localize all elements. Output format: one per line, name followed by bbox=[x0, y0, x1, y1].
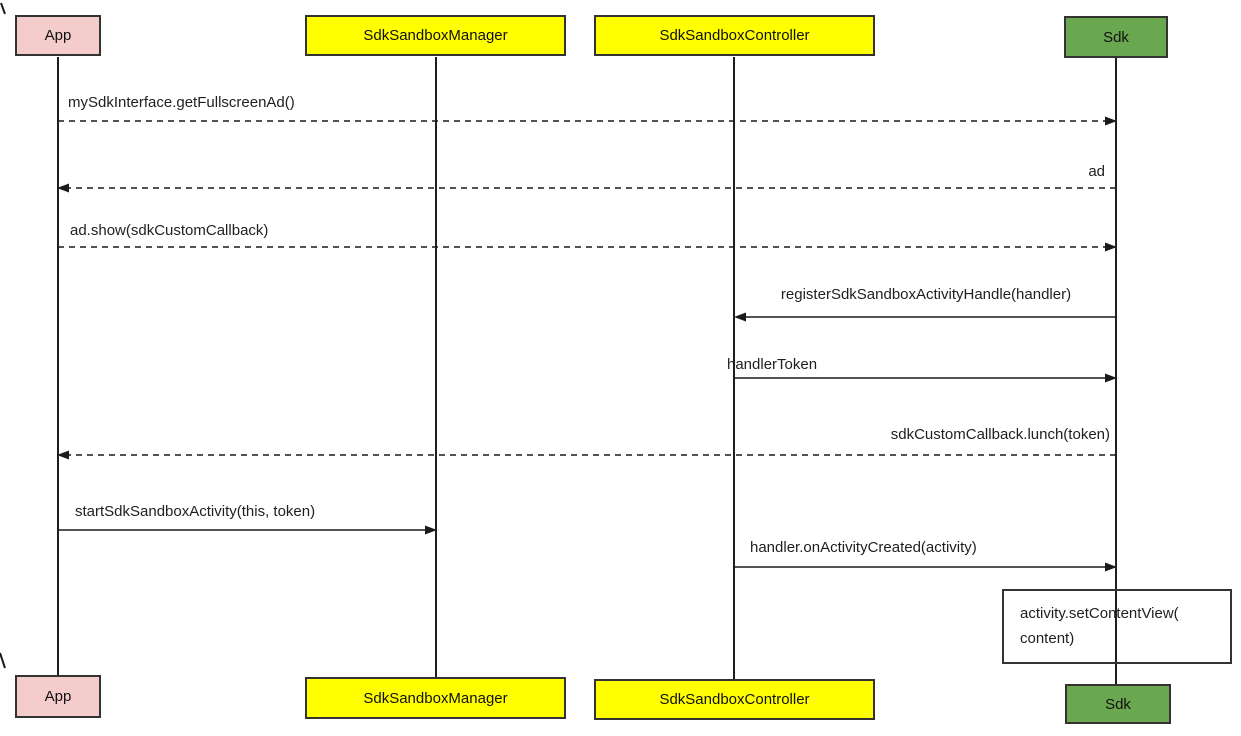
message-label-ad: ad bbox=[1088, 163, 1105, 180]
actor-label: Sdk bbox=[1103, 28, 1129, 46]
actor-label: SdkSandboxController bbox=[659, 27, 810, 44]
note-setContentView: activity.setContentView( content) bbox=[1002, 589, 1232, 664]
actor-label: App bbox=[44, 27, 72, 44]
actor-bottom-sdk: Sdk bbox=[1065, 684, 1171, 724]
actor-top-sdk-sandbox-manager: SdkSandboxManager bbox=[305, 15, 566, 56]
message-arrow-startSdkSandboxActivity bbox=[58, 525, 437, 535]
message-arrow-registerSdkSandboxActivityHandle bbox=[734, 312, 1116, 322]
message-arrow-ad bbox=[57, 183, 1116, 193]
message-label-startSdkSandboxActivity: startSdkSandboxActivity(this, token) bbox=[75, 503, 316, 520]
actor-bottom-sdk-sandbox-controller: SdkSandboxController bbox=[594, 679, 875, 720]
actor-top-app: App bbox=[15, 15, 101, 56]
actor-bottom-app: App bbox=[15, 675, 101, 718]
message-label-ad-show: ad.show(sdkCustomCallback) bbox=[70, 222, 269, 239]
message-arrow-ad-show bbox=[58, 242, 1117, 252]
actor-top-sdk-sandbox-controller: SdkSandboxController bbox=[594, 15, 875, 56]
message-label-registerSdkSandboxActivityHandle: registerSdkSandboxActivityHandle(handler… bbox=[780, 286, 1072, 303]
message-arrow-sdkCustomCallback-lunch bbox=[57, 450, 1116, 460]
actor-label: SdkSandboxController bbox=[659, 691, 810, 708]
note-line-1: activity.setContentView( bbox=[1020, 605, 1179, 622]
message-label-sdkCustomCallback-lunch: sdkCustomCallback.lunch(token) bbox=[890, 426, 1110, 443]
actor-label: Sdk bbox=[1105, 695, 1131, 713]
message-label-onActivityCreated: handler.onActivityCreated(activity) bbox=[750, 539, 977, 556]
artifact-mark-top-left bbox=[0, 2, 6, 15]
message-label-getFullscreenAd: mySdkInterface.getFullscreenAd() bbox=[68, 94, 295, 111]
actor-label: App bbox=[44, 688, 72, 705]
message-arrow-onActivityCreated bbox=[734, 562, 1117, 572]
message-label-handlerToken: handlerToken bbox=[727, 356, 818, 373]
actor-label: SdkSandboxManager bbox=[363, 27, 508, 44]
message-arrow-handlerToken bbox=[734, 373, 1117, 383]
artifact-mark-bottom-left bbox=[0, 652, 6, 669]
note-line-2: content) bbox=[1020, 630, 1075, 647]
actor-label: SdkSandboxManager bbox=[363, 689, 508, 707]
message-arrow-getFullscreenAd bbox=[58, 116, 1117, 126]
actor-top-sdk: Sdk bbox=[1064, 16, 1168, 58]
actor-bottom-sdk-sandbox-manager: SdkSandboxManager bbox=[305, 677, 566, 719]
